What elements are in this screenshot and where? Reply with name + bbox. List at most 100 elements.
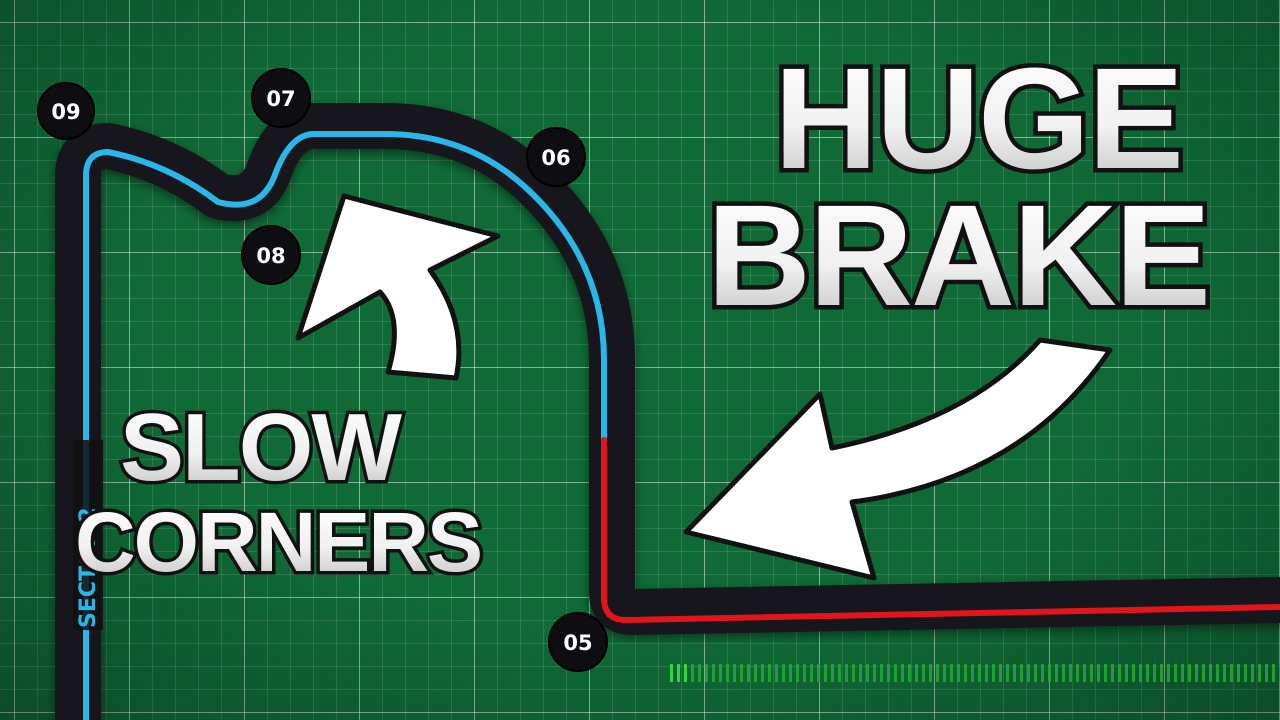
telemetry-tick: [1209, 664, 1212, 682]
telemetry-tick: [859, 664, 862, 682]
telemetry-tick: [1006, 664, 1009, 682]
telemetry-tick: [824, 664, 827, 682]
telemetry-tick: [1118, 664, 1121, 682]
telemetry-tick: [985, 664, 988, 682]
telemetry-tick: [1258, 664, 1261, 682]
telemetry-tick: [726, 664, 729, 682]
telemetry-tick: [936, 664, 939, 682]
telemetry-tick: [1237, 664, 1240, 682]
turn-marker-05: 05: [548, 612, 608, 672]
telemetry-tick: [677, 664, 680, 682]
telemetry-tick: [964, 664, 967, 682]
telemetry-tick: [992, 664, 995, 682]
turn-label-09: 09: [51, 100, 80, 124]
telemetry-tick: [1062, 664, 1065, 682]
telemetry-tick: [740, 664, 743, 682]
telemetry-tick: [908, 664, 911, 682]
telemetry-tick: [768, 664, 771, 682]
telemetry-tick: [796, 664, 799, 682]
turn-marker-06: 06: [526, 127, 586, 187]
telemetry-tick: [971, 664, 974, 682]
telemetry-tick: [691, 664, 694, 682]
telemetry-tick: [894, 664, 897, 682]
telemetry-tick: [1041, 664, 1044, 682]
telemetry-tick: [1097, 664, 1100, 682]
telemetry-tick: [1090, 664, 1093, 682]
telemetry-tick: [1020, 664, 1023, 682]
telemetry-tick: [1125, 664, 1128, 682]
telemetry-tick: [1265, 664, 1268, 682]
telemetry-tick: [747, 664, 750, 682]
telemetry-tick: [1104, 664, 1107, 682]
callout-line2: CORNERS: [75, 495, 481, 589]
telemetry-tick: [789, 664, 792, 682]
telemetry-tick: [887, 664, 890, 682]
headline-line2: BRAKE: [707, 175, 1209, 336]
telemetry-tick: [1181, 664, 1184, 682]
telemetry-tick: [852, 664, 855, 682]
curved-arrow-up-icon: [295, 193, 501, 381]
telemetry-tick: [1132, 664, 1135, 682]
telemetry-tick: [1188, 664, 1191, 682]
telemetry-ticks: [670, 664, 1280, 682]
telemetry-tick: [754, 664, 757, 682]
telemetry-tick: [1083, 664, 1086, 682]
curved-arrow-down-icon: [683, 337, 1113, 581]
telemetry-tick: [1195, 664, 1198, 682]
telemetry-tick: [901, 664, 904, 682]
telemetry-tick: [950, 664, 953, 682]
telemetry-tick: [866, 664, 869, 682]
telemetry-tick: [999, 664, 1002, 682]
turn-label-07: 07: [266, 87, 295, 111]
telemetry-tick: [873, 664, 876, 682]
racing-line-braking: [601, 437, 1280, 623]
telemetry-tick: [1202, 664, 1205, 682]
telemetry-tick: [712, 664, 715, 682]
turn-label-08: 08: [256, 244, 285, 268]
turn-marker-09: 09: [37, 82, 95, 140]
telemetry-tick: [1027, 664, 1030, 682]
telemetry-tick: [1111, 664, 1114, 682]
telemetry-tick: [1167, 664, 1170, 682]
telemetry-tick: [817, 664, 820, 682]
telemetry-tick: [1251, 664, 1254, 682]
telemetry-tick: [705, 664, 708, 682]
telemetry-tick: [978, 664, 981, 682]
telemetry-tick: [831, 664, 834, 682]
telemetry-tick: [922, 664, 925, 682]
sector-label: SECTOR 2: [76, 507, 101, 628]
telemetry-tick: [1055, 664, 1058, 682]
telemetry-tick: [1230, 664, 1233, 682]
turn-marker-08: 08: [241, 225, 301, 285]
telemetry-tick: [761, 664, 764, 682]
telemetry-tick: [1153, 664, 1156, 682]
telemetry-tick: [803, 664, 806, 682]
telemetry-tick: [838, 664, 841, 682]
telemetry-tick: [929, 664, 932, 682]
headline-line1: HUGE: [774, 38, 1182, 199]
telemetry-tick: [1216, 664, 1219, 682]
telemetry-tick: [1139, 664, 1142, 682]
sector-label-box: SECTOR 2: [73, 440, 103, 630]
turn-marker-07: 07: [251, 68, 311, 128]
telemetry-tick: [810, 664, 813, 682]
telemetry-tick: [1244, 664, 1247, 682]
telemetry-tick: [1160, 664, 1163, 682]
telemetry-tick: [670, 664, 673, 682]
turn-label-06: 06: [541, 146, 570, 170]
telemetry-tick: [782, 664, 785, 682]
telemetry-tick: [1146, 664, 1149, 682]
telemetry-tick: [719, 664, 722, 682]
telemetry-tick: [733, 664, 736, 682]
turn-label-05: 05: [563, 631, 592, 655]
telemetry-tick: [943, 664, 946, 682]
telemetry-tick: [1174, 664, 1177, 682]
telemetry-tick: [698, 664, 701, 682]
telemetry-tick: [957, 664, 960, 682]
telemetry-tick: [684, 664, 687, 682]
telemetry-tick: [775, 664, 778, 682]
racing-line-fast: [83, 131, 607, 720]
telemetry-tick: [1223, 664, 1226, 682]
telemetry-tick: [1048, 664, 1051, 682]
